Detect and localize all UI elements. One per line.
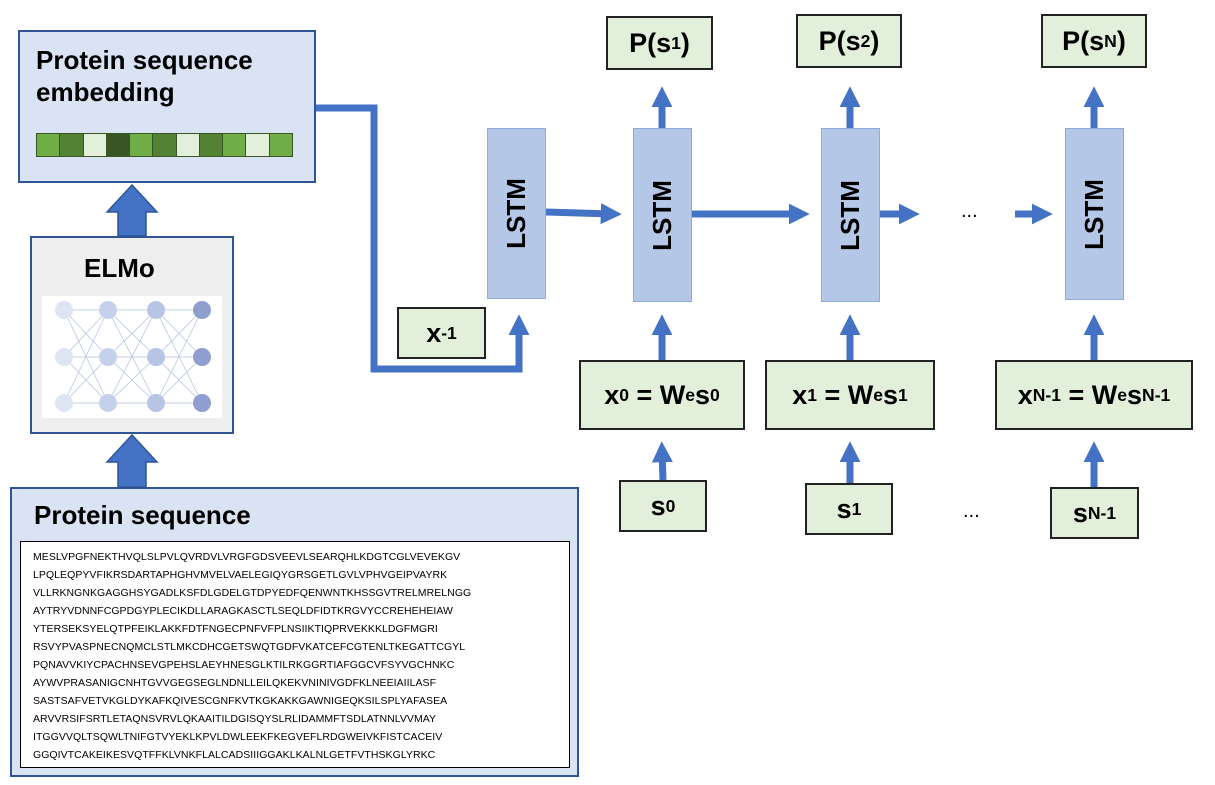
ellipsis-lstm: ... (961, 200, 978, 222)
ellipsis-tokens: ... (963, 500, 980, 522)
lstm-cell-initial: LSTM (487, 128, 546, 299)
sequence-line: VLLRKNGNKGAGGHSYGADLKSFDLGDELGTDPYEDFQEN… (33, 587, 472, 599)
elmo-box: ELMo (30, 236, 234, 434)
sequence-text-area: MESLVPGFNEKTHVQLSLPVLQVRDVLVRGFGDSVEEVLS… (20, 541, 570, 768)
protein-sequence-title: Protein sequence (34, 500, 251, 530)
sequence-line: AYTRYVDNNFCGPDGYPLECIKDLLARAGKASCTLSEQLD… (33, 605, 453, 617)
lstm-cell-n: LSTM (1065, 128, 1124, 300)
sequence-line: PQNAVVKIYCPACHNSEVGPEHSLAEYHNESGLKTILRKG… (33, 659, 455, 671)
sequence-to-elmo-arrow (105, 433, 159, 488)
sequence-line: SASTSAFVETVKGLDYKAFKQIVESCGNFKVTKGKAKKGA… (33, 695, 448, 707)
lstm-cell-1: LSTM (633, 128, 692, 302)
sequence-line: MESLVPGFNEKTHVQLSLPVLQVRDVLVRGFGDSVEEVLS… (33, 551, 461, 563)
elmo-to-embedding-arrow (105, 183, 159, 237)
sequence-line: GGQIVTCAKEIKESVQTFFKLVNKFLALCADSIIIGGAKL… (33, 749, 436, 761)
embedding-box: Protein sequence embedding (18, 30, 316, 183)
lstm-label: LSTM (1079, 178, 1110, 250)
sequence-line: AYWVPRASANIGCNHTGVVGEGSEGLNDNLLEILQKEKVN… (33, 677, 437, 689)
s0-to-x0-arrow (651, 441, 673, 481)
neural-network-icon (42, 296, 222, 418)
sequence-line: ARVVRSIFSRTLETAQNSVRVLQKAAITILDGISQYSLRL… (33, 713, 437, 725)
x-minus-1-box: x-1 (397, 307, 486, 359)
sequence-line: YTERSEKSYELQTPFEIKLAKKFDTFNGECPNFVFPLNSI… (33, 623, 438, 635)
lstm-cell-2: LSTM (821, 128, 880, 302)
lstm-label: LSTM (835, 179, 866, 251)
lstm1-to-lstm2-arrow (545, 203, 622, 225)
sequence-line: ITGGVVQLTSQWLTNIFGTVYEKLKPVLDWLEEKFKEGVE… (33, 731, 443, 743)
lstm-label: LSTM (647, 179, 678, 251)
lstm-label: LSTM (501, 178, 532, 249)
embedding-to-lstm-arrow (316, 104, 530, 373)
sequence-line: RSVYPVASPNECNQMCLSTLMKCDHCGETSWQTGDFVKAT… (33, 641, 466, 653)
protein-sequence-box: Protein sequence MESLVPGFNEKTHVQLSLPVLQV… (10, 487, 579, 777)
embedding-vector (36, 133, 293, 157)
sequence-line: LPQLEQPYVFIKRSDARTAPHGHVMVELVAELEGIQYGRS… (33, 569, 448, 581)
embedding-title: Protein sequence embedding (36, 45, 253, 107)
elmo-title: ELMo (84, 253, 155, 283)
